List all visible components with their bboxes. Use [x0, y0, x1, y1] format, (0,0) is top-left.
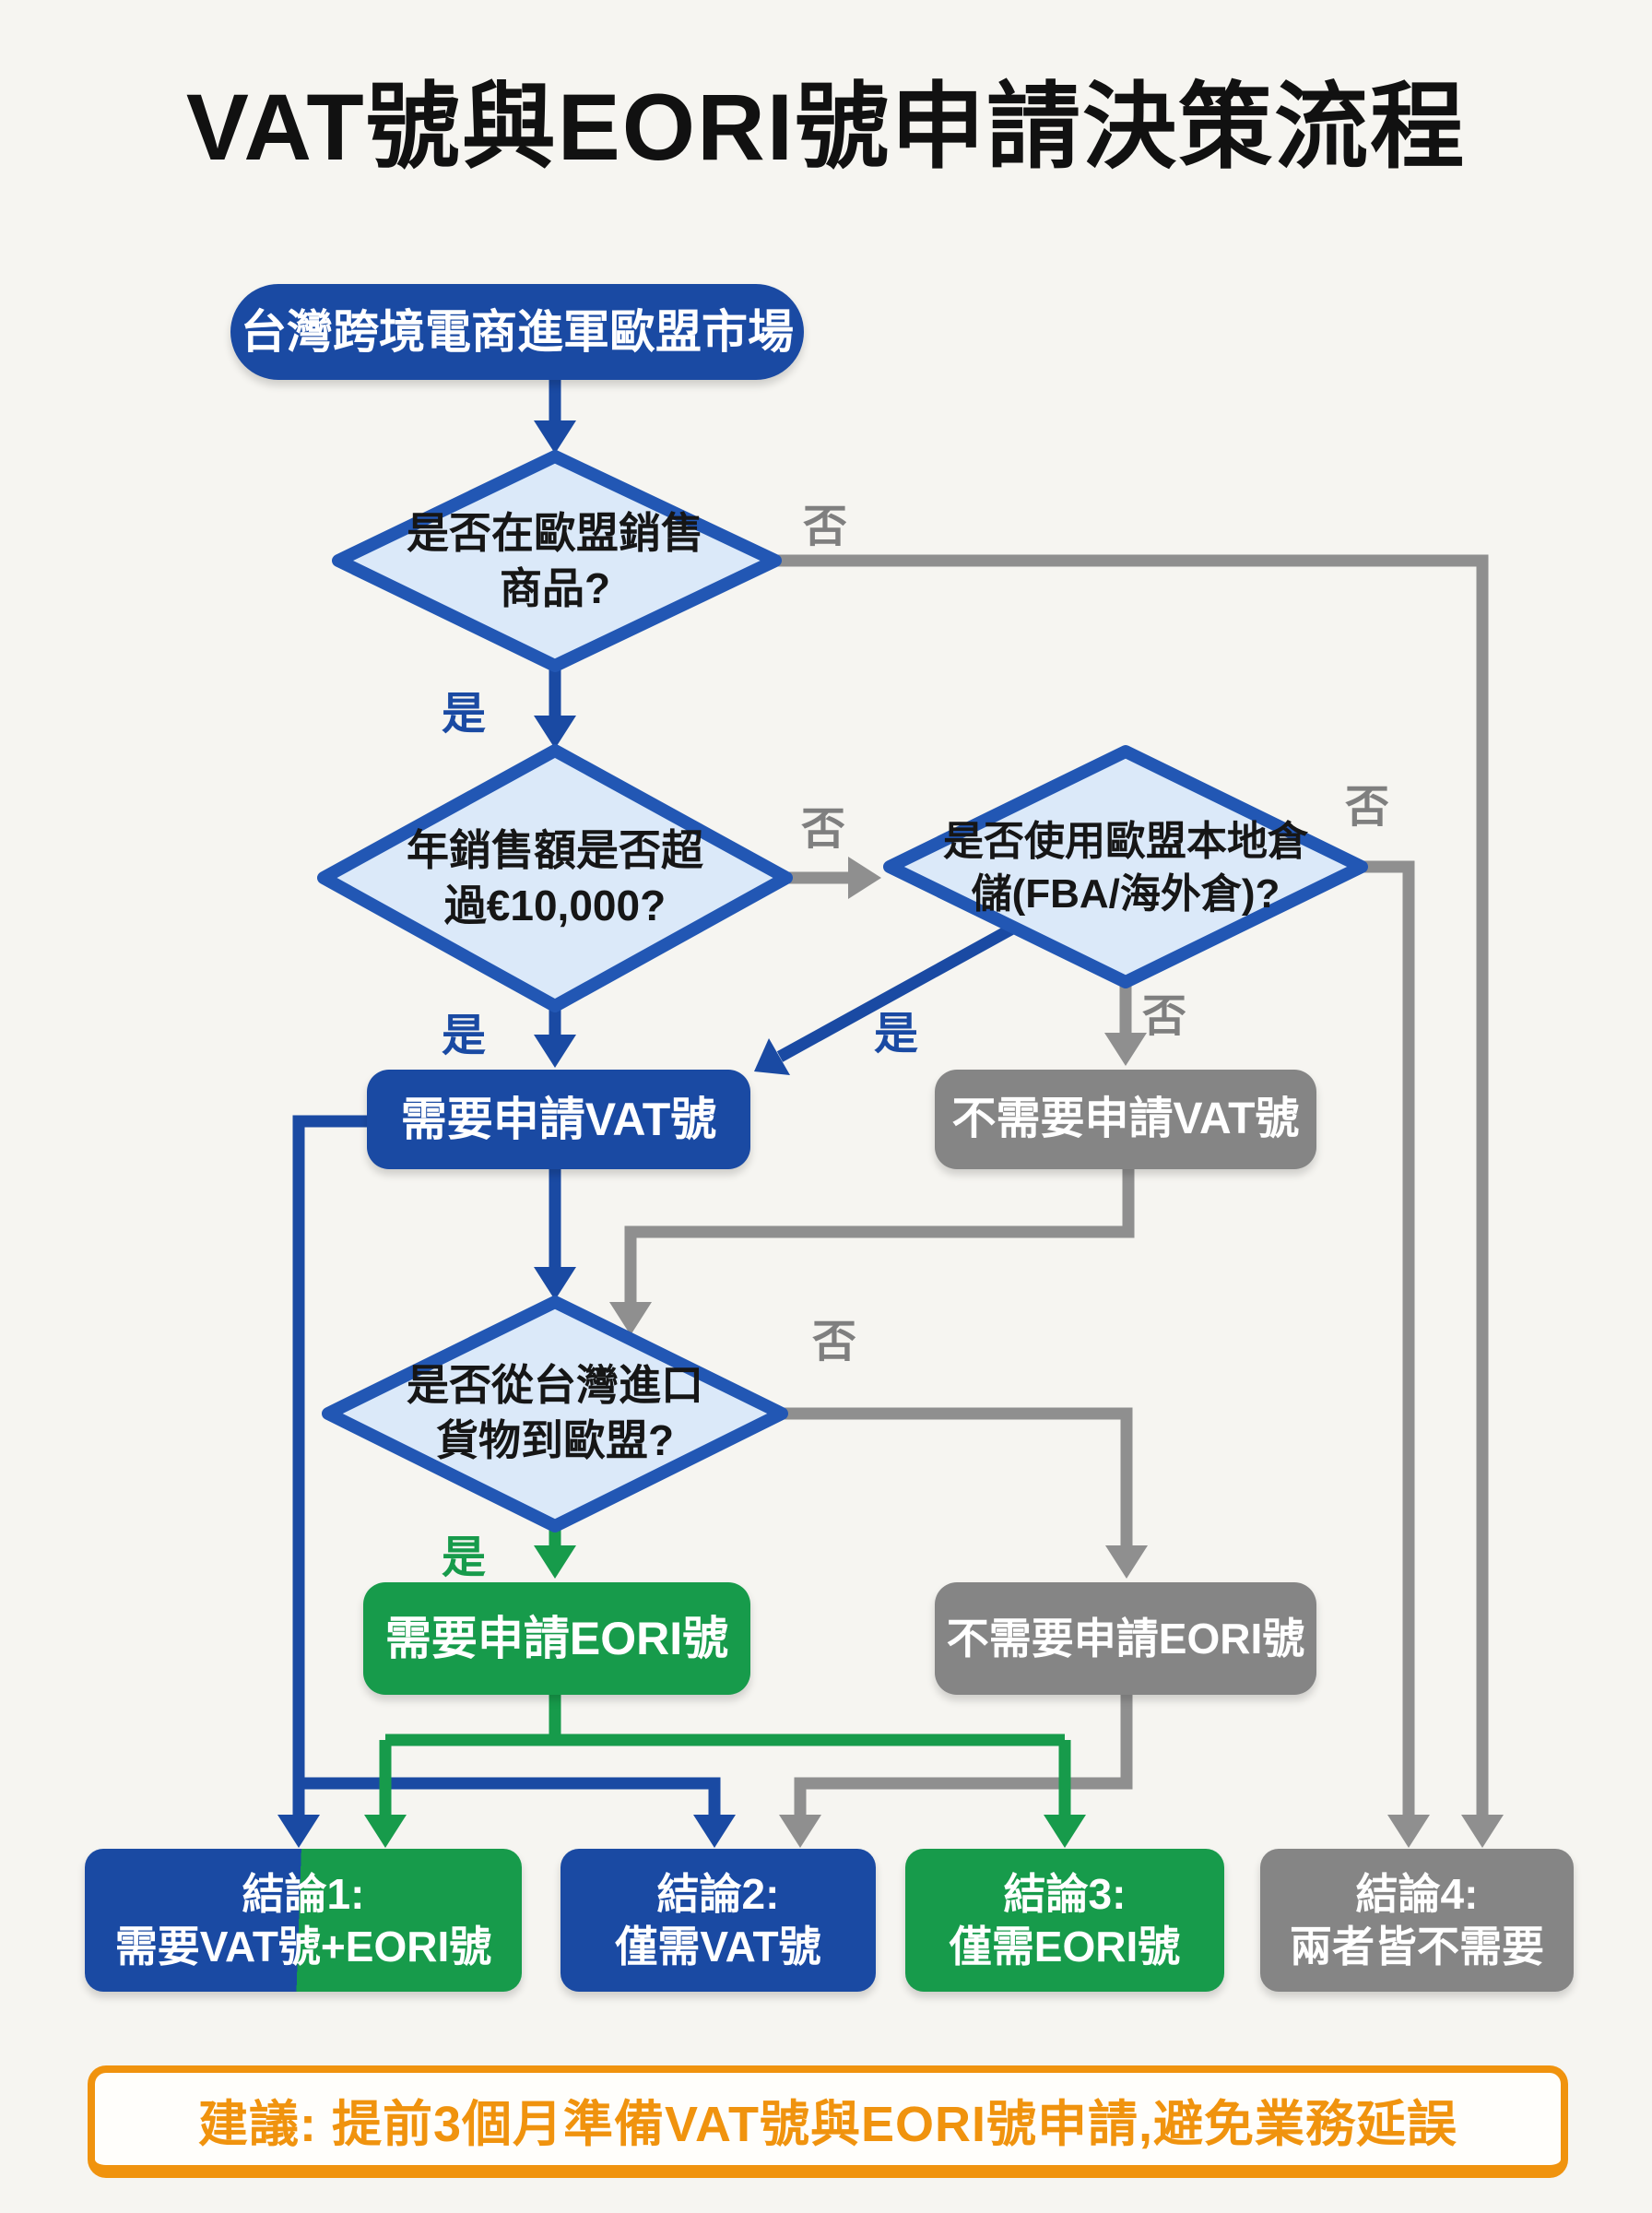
arrowhead	[534, 1267, 576, 1300]
blue-arrowheads	[277, 420, 790, 1848]
decision-line: 儲(FBA/海外倉)?	[971, 871, 1280, 917]
branch-label-no-d3-right: 否	[1344, 783, 1389, 832]
arrowhead	[534, 420, 576, 454]
connector-vatno-to-d4	[624, 1169, 1135, 1302]
conclusion-title: 結論4:	[1355, 1870, 1479, 1919]
conclusion-detail: 僅需EORI號	[949, 1922, 1181, 1970]
conclusion-4-neither: 結論4: 兩者皆不需要	[1260, 1849, 1574, 1992]
arrowhead	[364, 1815, 407, 1848]
start-node-label: 台灣跨境電商進軍歐盟市場	[241, 305, 794, 358]
connector-d1-no	[775, 554, 1489, 1815]
conclusion-title: 結論3:	[1003, 1870, 1127, 1919]
decision-line: 貨物到歐盟?	[435, 1416, 675, 1464]
decision-line: 年銷售額是否超	[407, 826, 703, 875]
branch-label-yes-d3: 是	[873, 1010, 918, 1059]
connector-d4-no	[782, 1407, 1133, 1545]
result-label: 需要申請VAT號	[400, 1093, 717, 1145]
advice-banner-text: 建議: 提前3個月準備VAT號與EORI號申請,避免業務延誤	[197, 2096, 1458, 2152]
result-label: 不需要申請VAT號	[951, 1094, 1300, 1143]
conclusion-3-eori-only: 結論3: 僅需EORI號	[905, 1849, 1224, 1992]
decision-line: 是否從台灣進口	[407, 1361, 703, 1410]
connector-d3-yes	[776, 922, 1018, 1062]
arrowhead	[534, 1035, 576, 1068]
connector-vatyes-to-c2	[299, 1777, 721, 1815]
arrowhead	[1044, 1815, 1086, 1848]
branch-label-yes-d1: 是	[441, 690, 486, 739]
arrowhead	[754, 1038, 790, 1075]
branch-label-yes-d4: 是	[441, 1533, 486, 1582]
arrowhead	[693, 1815, 736, 1848]
decision-line: 是否使用歐盟本地倉	[943, 818, 1308, 864]
arrowhead	[609, 1302, 652, 1335]
result-vat-not-required: 不需要申請VAT號	[935, 1070, 1316, 1169]
branch-label-no-d3-down: 否	[1141, 992, 1186, 1041]
connector-d3-no-right	[1362, 860, 1415, 1815]
arrowhead	[277, 1815, 320, 1848]
green-arrowheads	[364, 1545, 1086, 1848]
result-eori-not-required: 不需要申請EORI號	[935, 1582, 1316, 1695]
arrowhead	[534, 716, 576, 749]
decision-sell-in-eu-text: 是否在歐盟銷售 商品?	[371, 492, 739, 631]
green-connectors	[379, 1526, 1071, 1815]
result-label: 需要申請EORI號	[384, 1612, 729, 1664]
gray-connectors	[624, 554, 1489, 1815]
decision-line: 商品?	[499, 564, 611, 612]
decision-sales-threshold-text: 年銷售額是否超 過€10,000?	[361, 810, 749, 948]
arrowhead	[848, 857, 881, 899]
result-vat-required: 需要申請VAT號	[367, 1070, 750, 1169]
gray-arrowheads	[609, 857, 1504, 1848]
arrowhead	[779, 1815, 821, 1848]
conclusion-1-vat-and-eori: 結論1: 需要VAT號+EORI號	[85, 1849, 522, 1992]
page-title: VAT號與EORI號申請決策流程	[185, 75, 1467, 180]
arrowhead	[1461, 1815, 1504, 1848]
conclusion-title: 結論1:	[242, 1870, 365, 1919]
blue-connectors	[292, 380, 1018, 1815]
arrowhead	[1105, 1545, 1148, 1579]
diamond-import-from-taiwan	[322, 1296, 788, 1533]
arrowhead	[534, 1545, 576, 1579]
decision-diamonds	[317, 450, 1368, 1533]
arrowhead	[1104, 1033, 1147, 1066]
diamond-sell-in-eu	[332, 450, 782, 672]
connector-vatyes-to-c1	[292, 1115, 367, 1815]
result-label: 不需要申請EORI號	[946, 1614, 1305, 1663]
branch-label-no-d4: 否	[811, 1318, 856, 1367]
diamond-eu-warehouse	[883, 745, 1368, 988]
connector-eorino-to-c2	[794, 1695, 1133, 1815]
result-eori-required: 需要申請EORI號	[363, 1582, 750, 1695]
branch-label-yes-d2: 是	[441, 1012, 486, 1060]
diamond-sales-threshold	[317, 744, 793, 1012]
advice-banner: 建議: 提前3個月準備VAT號與EORI號申請,避免業務延誤	[88, 2065, 1568, 2178]
conclusion-title: 結論2:	[656, 1870, 780, 1919]
decision-line: 是否在歐盟銷售	[407, 509, 703, 558]
branch-label-no-d1: 否	[802, 503, 847, 551]
conclusion-detail: 僅需VAT號	[615, 1922, 821, 1970]
decision-eu-warehouse-text: 是否使用歐盟本地倉 儲(FBA/海外倉)?	[900, 799, 1351, 937]
decision-import-from-taiwan-text: 是否從台灣進口 貨物到歐盟?	[371, 1344, 739, 1483]
conclusion-detail: 兩者皆不需要	[1290, 1922, 1544, 1970]
arrowhead	[1387, 1815, 1430, 1848]
conclusion-detail: 需要VAT號+EORI號	[114, 1922, 492, 1970]
start-node: 台灣跨境電商進軍歐盟市場	[230, 284, 804, 380]
branch-label-no-d2: 否	[800, 805, 845, 854]
decision-line: 過€10,000?	[443, 882, 667, 929]
conclusion-2-vat-only: 結論2: 僅需VAT號	[560, 1849, 876, 1992]
